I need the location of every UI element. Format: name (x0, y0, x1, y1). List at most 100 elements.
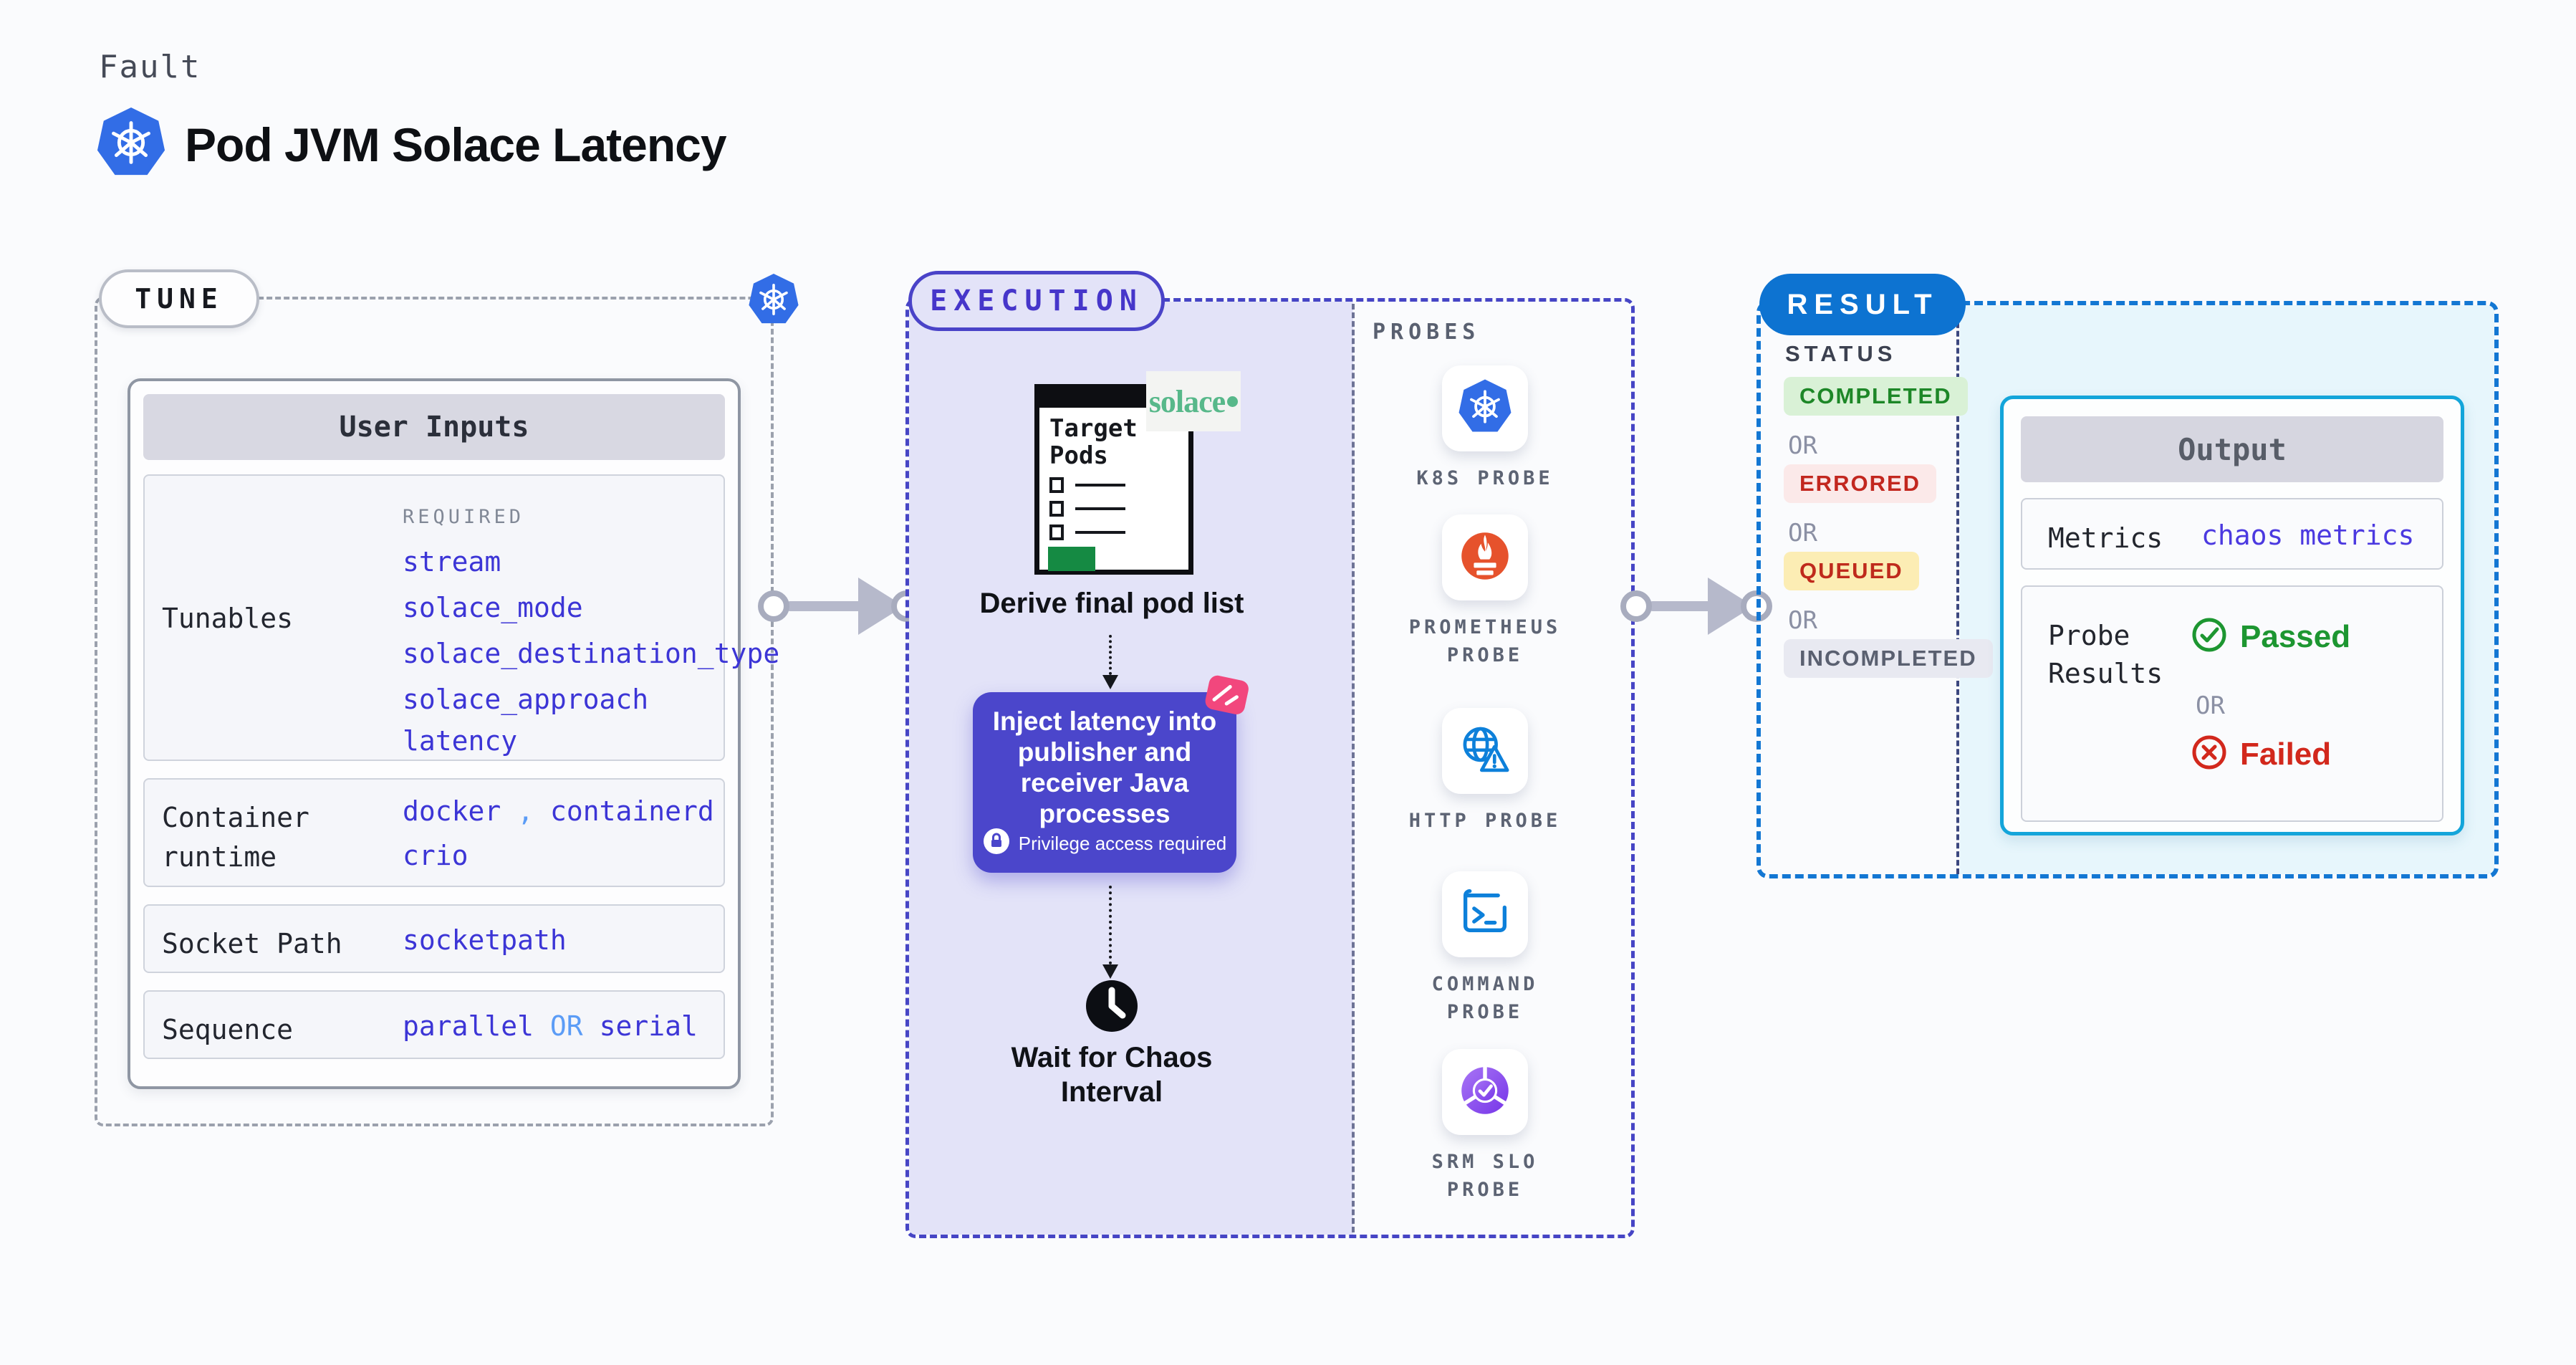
user-inputs-title: User Inputs (339, 411, 529, 444)
tunables-row: Tunables REQUIRED stream solace_mode sol… (143, 474, 779, 761)
target-pods-title: Target Pods (1049, 414, 1138, 471)
fault-kicker: Fault (99, 49, 201, 85)
passed-line: Passed (2191, 617, 2350, 656)
output-title: Output (2178, 431, 2287, 467)
inject-latency-text: Inject latency into publisher and receiv… (992, 707, 1217, 828)
status-column-label: STATUS (1785, 341, 1897, 366)
probe-label: K8S PROBE (1416, 467, 1554, 489)
container-runtime-values: docker , containerd (403, 795, 714, 827)
tunable-value: solace_mode (403, 592, 583, 623)
privilege-row: Privilege access required (973, 828, 1236, 860)
sequence-label: Sequence (162, 1014, 294, 1045)
probe-results-row: Probe Results Passed OR (2021, 585, 2443, 822)
socket-path-row: Socket Path socketpath (143, 904, 725, 973)
solace-logo: solace (1146, 371, 1241, 431)
sequence-value: parallel OR serial (403, 1010, 698, 1042)
status-badge-errored: ERRORED (1784, 464, 1937, 503)
metrics-label: Metrics (2048, 522, 2163, 554)
list-line (1075, 507, 1125, 511)
probe-label: HTTP PROBE (1408, 810, 1562, 832)
page-title: Pod JVM Solace Latency (185, 118, 727, 171)
result-section-outline (1756, 301, 2499, 878)
probe-results-label: Probe Results (2048, 620, 2163, 690)
prometheus-probe-card (1442, 514, 1528, 600)
command-probe-card (1442, 871, 1528, 957)
privilege-label: Privilege access required (1018, 833, 1227, 854)
kubernetes-icon (96, 106, 166, 183)
down-arrowhead (1102, 675, 1118, 689)
tunable-value: latency (403, 725, 518, 757)
output-card: Output Metrics chaos metrics Probe Resul… (2000, 396, 2464, 835)
checkbox-icon (1049, 477, 1064, 494)
prometheus-icon (1457, 528, 1513, 588)
user-inputs-header: User Inputs (143, 394, 725, 460)
or-separator: OR (1788, 606, 1817, 635)
failed-line: Failed (2191, 734, 2331, 774)
output-header: Output (2021, 416, 2443, 482)
flow-arrow (1648, 601, 1714, 611)
socket-path-value: socketpath (403, 924, 567, 956)
wait-chaos-caption: Wait for Chaos Interval (1011, 1042, 1213, 1108)
probes-column-label: PROBES (1373, 320, 1481, 345)
title-row: Pod JVM Solace Latency (96, 106, 727, 183)
required-label: REQUIRED (403, 506, 525, 528)
tunables-label: Tunables (162, 603, 294, 634)
connector-dot (1620, 590, 1652, 622)
connector-dot (758, 590, 789, 622)
list-line (1075, 531, 1125, 535)
k8s-probe-card (1442, 365, 1528, 451)
derive-pod-list-caption: Derive final pod list (979, 588, 1244, 619)
result-divider (1956, 305, 1959, 874)
terminal-icon (1458, 888, 1512, 942)
status-badge-completed: COMPLETED (1784, 377, 1968, 416)
or-separator: OR (1788, 519, 1817, 547)
tunable-value: solace_destination_type (403, 638, 780, 669)
checkbox-icon (1049, 501, 1064, 517)
or-separator: OR (2196, 691, 2225, 720)
probes-divider (1352, 304, 1355, 1232)
http-probe-card (1442, 708, 1528, 794)
result-badge-label: RESULT (1787, 288, 1938, 320)
probe-label: PROMETHEUS PROBE (1408, 616, 1562, 667)
flow-connector (1109, 886, 1112, 964)
probe-label: SRM SLO PROBE (1431, 1151, 1539, 1202)
sequence-row: Sequence parallel OR serial (143, 990, 725, 1059)
or-separator: OR (1788, 431, 1817, 460)
globe-warning-icon (1457, 723, 1513, 780)
execution-section-badge: EXECUTION (908, 271, 1165, 331)
inject-latency-step: Inject latency into publisher and receiv… (973, 692, 1236, 873)
lock-icon (983, 828, 1010, 860)
flow-arrow (785, 601, 865, 611)
tunable-value: stream (403, 546, 501, 578)
kubernetes-icon (1458, 378, 1512, 439)
clock-icon (1085, 979, 1139, 1037)
result-section-badge: RESULT (1759, 274, 1966, 335)
status-badge-queued: QUEUED (1784, 552, 1919, 590)
failed-label: Failed (2240, 736, 2332, 772)
kubernetes-icon (748, 272, 799, 330)
down-arrowhead (1102, 964, 1118, 979)
flow-connector (1109, 635, 1112, 675)
metrics-row: Metrics chaos metrics (2021, 498, 2443, 570)
passed-label: Passed (2240, 618, 2351, 654)
container-runtime-row: Container runtime docker , containerd cr… (143, 778, 725, 887)
list-line (1075, 484, 1125, 487)
slo-donut-icon (1457, 1063, 1513, 1122)
container-runtime-label: Container runtime (162, 802, 309, 873)
checkbox-icon (1049, 525, 1064, 541)
socket-path-label: Socket Path (162, 928, 342, 959)
metrics-value: chaos metrics (2201, 519, 2415, 551)
pod-list-item (1049, 525, 1188, 541)
tunable-value: solace_approach (403, 684, 649, 715)
green-action-bar (1048, 547, 1095, 572)
check-circle-icon (2191, 617, 2227, 656)
tune-badge-label: TUNE (135, 283, 224, 315)
chaos-pink-icon (1201, 672, 1254, 723)
container-runtime-value-crio: crio (403, 840, 468, 871)
execution-badge-label: EXECUTION (930, 284, 1143, 317)
status-badge-incompleted: INCOMPLETED (1784, 639, 1993, 678)
tune-section-badge: TUNE (99, 269, 259, 328)
tune-section-outline (95, 297, 774, 1126)
srm-slo-probe-card (1442, 1049, 1528, 1135)
